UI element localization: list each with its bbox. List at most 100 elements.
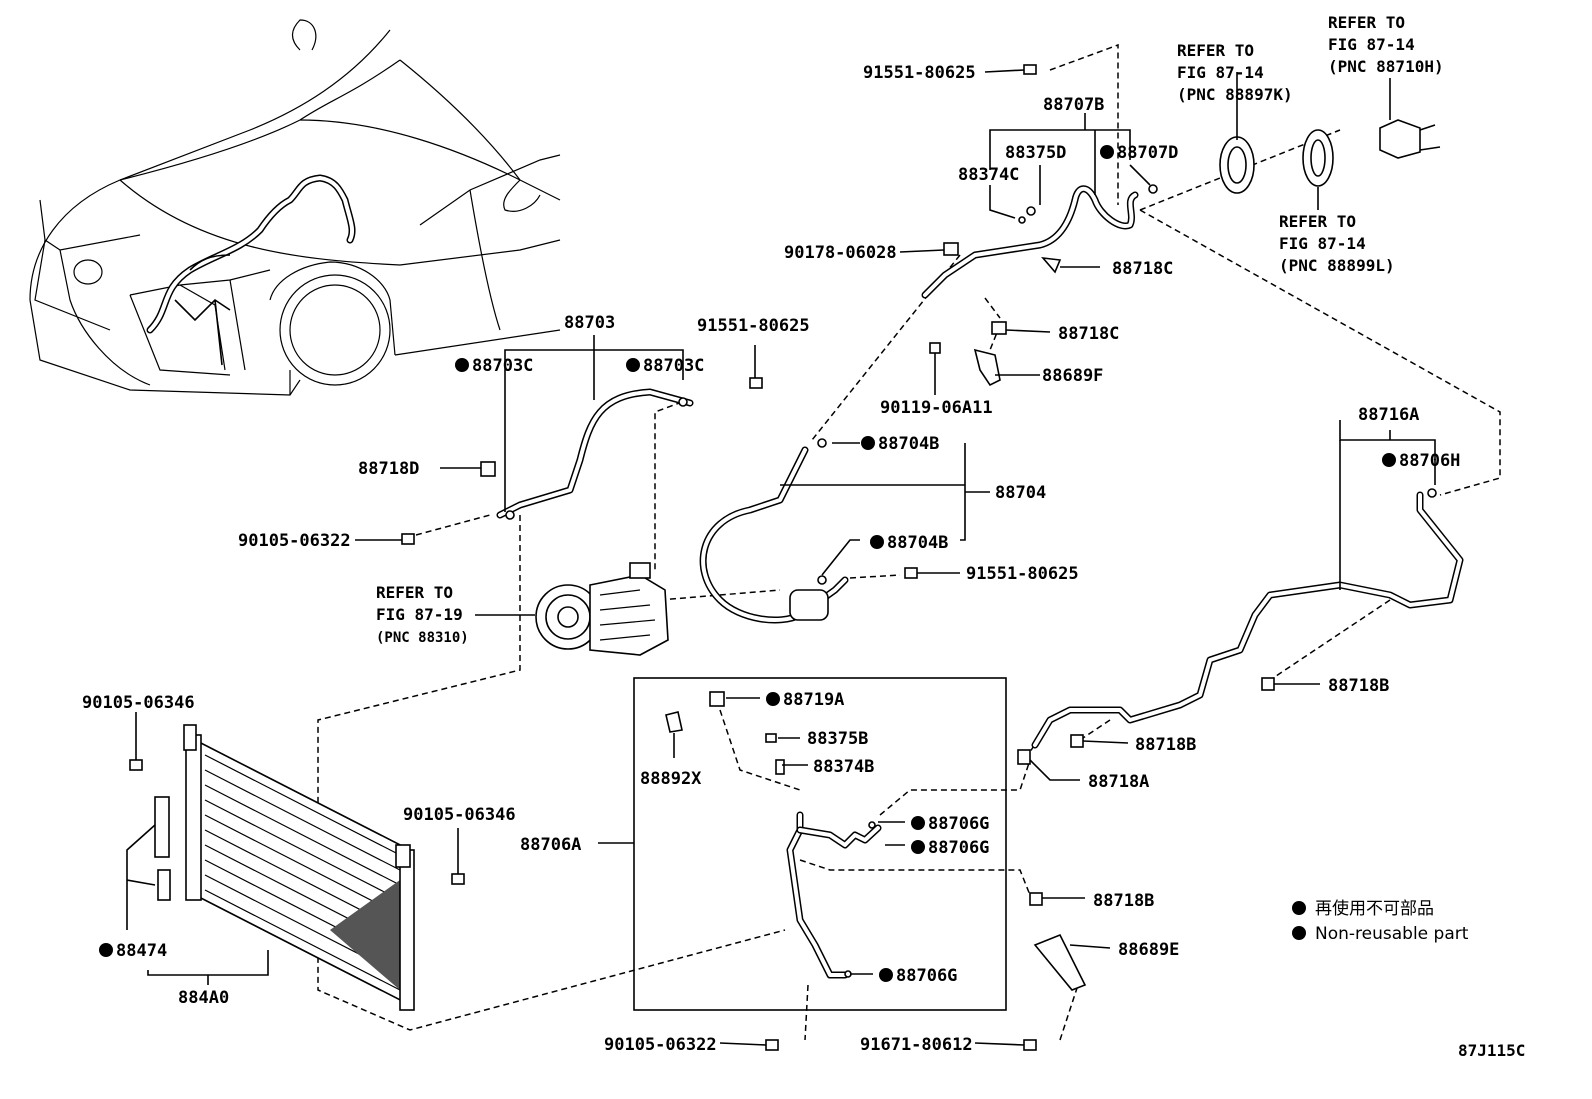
label-91551-80625-top: 91551-80625 <box>863 63 976 83</box>
bolt-91551-80625-mid <box>749 377 763 389</box>
cap-88375D <box>1026 206 1036 216</box>
legend-text-en: Non-reusable part <box>1315 924 1469 944</box>
legend-dot-en <box>1292 926 1306 940</box>
label-91671-80612: 91671-80612 <box>860 1035 973 1055</box>
label-88718C-a: 88718C <box>1112 259 1173 279</box>
bolt-91671-80612 <box>1023 1039 1037 1051</box>
oring-88706G-a <box>868 821 876 829</box>
condenser <box>183 724 415 1011</box>
svg-text:REFER TO: REFER TO <box>1279 212 1356 231</box>
svg-text:REFER TO: REFER TO <box>376 583 453 602</box>
non-reusable-dot <box>99 943 113 957</box>
svg-text:(PNC 88710H): (PNC 88710H) <box>1328 57 1444 76</box>
non-reusable-dot <box>626 358 640 372</box>
label-88707D: 88707D <box>1117 143 1178 163</box>
non-reusable-dot <box>911 840 925 854</box>
label-88706G-a: 88706G <box>928 814 989 834</box>
core-88374C <box>1018 216 1026 224</box>
oring-88703C-b <box>678 397 688 407</box>
bolt-90105-06346-b <box>451 873 465 885</box>
label-88704B-a: 88704B <box>878 434 939 454</box>
label-88716A: 88716A <box>1358 405 1419 425</box>
bolt-90105-06346-a <box>129 759 143 771</box>
figure-code: 87J115C <box>1458 1041 1525 1060</box>
label-88718B-b: 88718B <box>1135 735 1196 755</box>
svg-text:(PNC 88897K): (PNC 88897K) <box>1177 85 1293 104</box>
label-88689F: 88689F <box>1042 366 1103 386</box>
label-884A0: 884A0 <box>178 988 229 1008</box>
clamp-88718D <box>480 461 496 477</box>
bracket-88689E <box>1033 933 1087 991</box>
label-90178-06028: 90178-06028 <box>784 243 897 263</box>
legend-text-zh: 再使用不可部品 <box>1315 898 1434 919</box>
non-reusable-dot <box>455 358 469 372</box>
ref-88897K: REFER TO FIG 87-14 (PNC 88897K) <box>1177 41 1293 104</box>
label-88704: 88704 <box>995 483 1046 503</box>
clamp-88718C-b <box>991 321 1007 335</box>
non-reusable-dot <box>861 436 875 450</box>
label-88704B-b: 88704B <box>887 533 948 553</box>
components <box>129 64 1441 1051</box>
ref-88899L: REFER TO FIG 87-14 (PNC 88899L) <box>1279 212 1395 275</box>
label-88706G-c: 88706G <box>896 966 957 986</box>
svg-text:FIG 87-19: FIG 87-19 <box>376 605 463 624</box>
legend-dot-zh <box>1292 901 1306 915</box>
oring-88707D <box>1148 184 1158 194</box>
label-88892X: 88892X <box>640 769 702 789</box>
bolt-91551-80625-top <box>1023 64 1037 75</box>
label-88703C-b: 88703C <box>643 356 704 376</box>
label-90105-06346-b: 90105-06346 <box>403 805 516 825</box>
label-88375D: 88375D <box>1005 143 1066 163</box>
label-88718B-a: 88718B <box>1328 676 1389 696</box>
pipes <box>496 185 1464 979</box>
oring-88704B-b <box>817 575 827 585</box>
svg-text:REFER TO: REFER TO <box>1177 41 1254 60</box>
label-90105-06322-a: 90105-06322 <box>238 531 351 551</box>
clamp-88718B-c <box>1029 892 1043 906</box>
core-88374B <box>775 759 785 775</box>
label-88707B: 88707B <box>1043 95 1104 115</box>
label-88706A: 88706A <box>520 835 581 855</box>
label-90105-06346-a: 90105-06346 <box>82 693 195 713</box>
non-reusable-dot <box>879 968 893 982</box>
label-90119-06A11: 90119-06A11 <box>880 398 993 418</box>
label-91551-80625-low: 91551-80625 <box>966 564 1079 584</box>
svg-text:FIG 87-14: FIG 87-14 <box>1279 234 1366 253</box>
sensor-88892X <box>665 711 683 733</box>
kit-88706A-box <box>633 677 1007 1011</box>
clamp-88718C-a <box>1041 256 1062 274</box>
label-88374C: 88374C <box>958 165 1019 185</box>
bolt-90105-06322-b <box>765 1039 779 1051</box>
oring-88704B-a <box>817 438 827 448</box>
label-88718B-c: 88718B <box>1093 891 1154 911</box>
svg-text:(PNC 88899L): (PNC 88899L) <box>1279 256 1395 275</box>
clamp-88718B-a <box>1261 677 1275 691</box>
non-reusable-dot <box>911 816 925 830</box>
oring-88706H <box>1427 488 1437 498</box>
reference-notes: REFER TO FIG 87-14 (PNC 88710H) REFER TO… <box>376 13 1444 646</box>
label-88706G-b: 88706G <box>928 838 989 858</box>
connector-88710H <box>1379 119 1441 159</box>
label-88718C-b: 88718C <box>1058 324 1119 344</box>
part-labels: 91551-80625 88707B 88375D 88707D 88374C … <box>82 63 1460 1055</box>
non-reusable-dot <box>1100 145 1114 159</box>
bolt-91551-80625-low <box>904 567 918 579</box>
svg-text:(PNC 88310): (PNC 88310) <box>376 630 469 646</box>
label-88374B: 88374B <box>813 757 874 777</box>
label-88703C-a: 88703C <box>472 356 533 376</box>
oring-88703C-a <box>505 510 515 520</box>
ref-88710H: REFER TO FIG 87-14 (PNC 88710H) <box>1328 13 1444 76</box>
clamp-88718B-b <box>1070 734 1084 748</box>
svg-text:FIG 87-14: FIG 87-14 <box>1177 63 1264 82</box>
svg-text:REFER TO: REFER TO <box>1328 13 1405 32</box>
non-reusable-dot <box>870 535 884 549</box>
filter-plug <box>157 869 171 901</box>
ref-88310: REFER TO FIG 87-19 (PNC 88310) <box>376 583 469 646</box>
svg-text:FIG 87-14: FIG 87-14 <box>1328 35 1415 54</box>
legend: 再使用不可部品 Non-reusable part <box>1292 898 1469 944</box>
label-88706H: 88706H <box>1399 451 1460 471</box>
label-88719A: 88719A <box>783 690 844 710</box>
cap-88375B <box>765 733 777 743</box>
car-front-illustration <box>29 19 561 396</box>
